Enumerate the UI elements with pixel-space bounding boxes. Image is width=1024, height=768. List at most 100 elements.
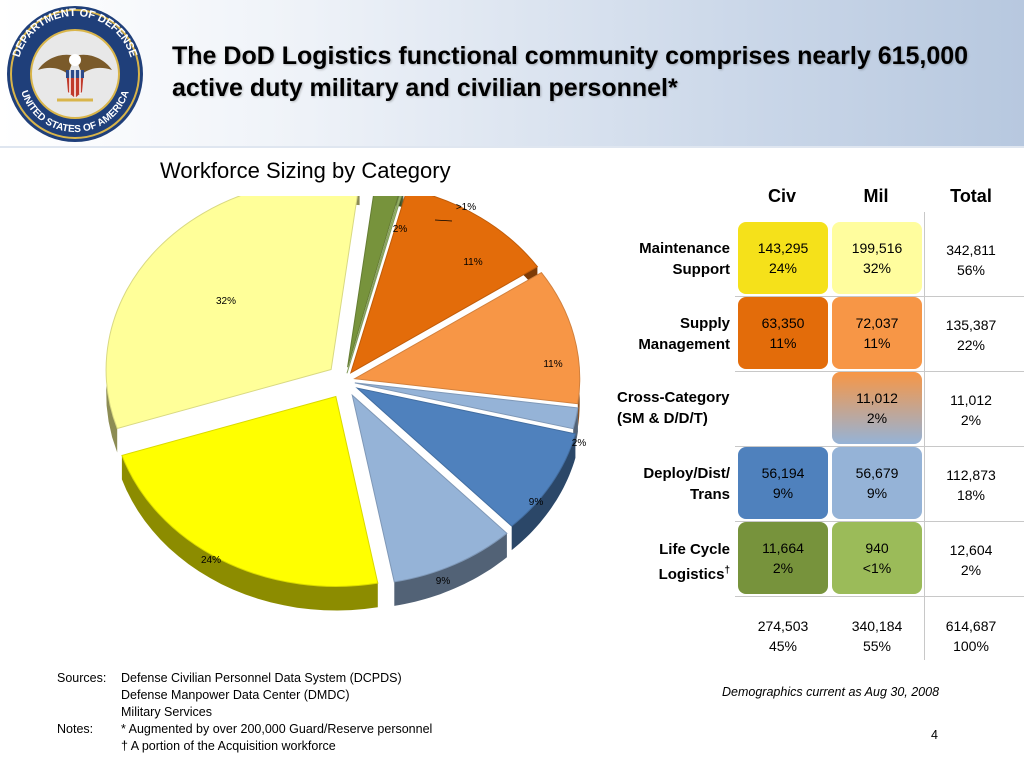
cell-life-cycle-civ: 11,664 2%	[738, 522, 828, 594]
cell-value: 11,664	[762, 540, 804, 556]
row-label-line: Life Cycle	[659, 541, 730, 558]
cell-percent: <1%	[862, 560, 892, 576]
cell-deploy-total: 112,873 18%	[925, 465, 1017, 505]
pie-slice	[353, 271, 581, 405]
row-divider	[735, 296, 1024, 297]
cell-value: 11,012	[856, 390, 898, 406]
note-item: † A portion of the Acquisition workforce	[121, 739, 336, 753]
cell-percent: 45%	[768, 638, 798, 654]
chart-title: Workforce Sizing by Category	[160, 158, 451, 183]
source-item: Military Services	[121, 705, 212, 719]
pie-slice-side	[511, 433, 576, 551]
cell-percent: 2%	[772, 560, 794, 576]
row-label-line: Maintenance	[639, 240, 730, 257]
cell-percent: 11%	[769, 335, 797, 351]
pie-slice-label: >1%	[456, 202, 476, 213]
cell-value: 112,873	[946, 467, 996, 483]
cell-value: 199,516	[851, 240, 903, 256]
cell-value: 56,194	[761, 465, 805, 481]
row-label-supply-management: Supply Management	[638, 313, 730, 355]
page-number: 4	[931, 728, 938, 742]
cell-maintenance-civ: 143,295 24%	[738, 222, 828, 294]
cell-value: 135,387	[945, 317, 997, 333]
column-header-civ: Civ	[767, 186, 796, 206]
row-label-cross-category: Cross-Category (SM & D/D/T)	[617, 387, 730, 429]
cell-value: 12,604	[949, 542, 993, 558]
cell-percent: 2%	[960, 412, 982, 428]
cell-percent: 100%	[953, 638, 989, 654]
cell-percent: 22%	[956, 337, 986, 353]
pie-slice	[355, 387, 577, 527]
row-label-line: Management	[638, 336, 730, 353]
row-label-line: Trans	[689, 486, 730, 503]
cell-value: 72,037	[855, 315, 899, 331]
leader-line	[434, 219, 453, 222]
cell-supply-civ: 63,350 11%	[738, 297, 828, 369]
cell-percent: 24%	[768, 260, 798, 276]
row-label-line: Logistics†	[659, 560, 730, 585]
row-label-line: Cross-Category	[617, 389, 730, 406]
cell-value: 940	[865, 540, 889, 556]
sources-line: Sources: Defense Civilian Personnel Data …	[57, 670, 432, 687]
pie-slice	[346, 196, 402, 374]
notes-key: Notes:	[57, 722, 94, 736]
row-label-maintenance-support: Maintenance Support	[639, 238, 730, 280]
cell-life-cycle-mil: 940 <1%	[832, 522, 922, 594]
row-label-line: Support	[672, 261, 731, 278]
cell-life-cycle-total: 12,604 2%	[925, 540, 1017, 580]
sources-key: Sources:	[57, 671, 107, 685]
cell-maintenance-mil: 199,516 32%	[832, 222, 922, 294]
pie-slice-label: 2%	[393, 224, 408, 235]
pie-slice-side	[394, 533, 507, 606]
cell-percent: 32%	[862, 260, 892, 276]
cell-supply-mil: 72,037 11%	[832, 297, 922, 369]
pie-slice-label: 2%	[572, 438, 587, 449]
demographics-note: Demographics current as Aug 30, 2008	[722, 685, 940, 699]
row-divider	[735, 446, 1024, 447]
row-label-line: (SM & D/D/T)	[617, 410, 708, 427]
row-divider	[735, 596, 1024, 597]
notes-line: Notes:* Augmented by over 200,000 Guard/…	[57, 721, 432, 738]
pie-slice-label: 32%	[216, 296, 236, 307]
cell-deploy-civ: 56,194 9%	[738, 447, 828, 519]
cell-percent: 11%	[863, 335, 891, 351]
pie-slice-side	[121, 455, 378, 611]
pie-slice-label: 11%	[543, 359, 562, 370]
cell-percent: 55%	[862, 638, 892, 654]
cell-cross-category-total: 11,012 2%	[925, 390, 1017, 430]
row-label-line: Deploy/Dist/	[643, 465, 730, 482]
cell-supply-total: 135,387 22%	[925, 315, 1017, 355]
cell-percent: 2%	[960, 562, 982, 578]
row-label-life-cycle-logistics: Life Cycle Logistics†	[659, 539, 730, 585]
cell-cross-category-mil: 11,012 2%	[832, 372, 922, 444]
pie-slice	[121, 395, 379, 587]
cell-deploy-mil: 56,679 9%	[832, 447, 922, 519]
cell-percent: 18%	[956, 487, 986, 503]
cell-percent: 56%	[956, 262, 986, 278]
source-item: Defense Manpower Data Center (DMDC)	[121, 688, 350, 702]
cell-value: 11,012	[950, 392, 992, 408]
row-label-line: Supply	[679, 315, 730, 332]
row-divider	[735, 371, 1024, 372]
cell-percent: 9%	[866, 485, 888, 501]
source-item: Defense Civilian Personnel Data System (…	[121, 671, 402, 685]
row-divider	[735, 521, 1024, 522]
cell-percent: 9%	[772, 485, 794, 501]
cell-value: 614,687	[945, 618, 997, 634]
sources-notes: Sources: Defense Civilian Personnel Data …	[57, 670, 432, 755]
pie-slice	[351, 393, 508, 583]
cell-maintenance-total: 342,811 56%	[925, 240, 1017, 280]
column-header-mil: Mil	[863, 186, 889, 206]
cell-value: 56,679	[855, 465, 899, 481]
total-column-divider	[924, 212, 925, 660]
pie-chart: >1%11%11%2%9%9%24%32%2%	[105, 196, 587, 611]
slide-header	[0, 0, 1024, 146]
cell-percent: 2%	[866, 410, 888, 426]
grand-total-mil: 340,184 55%	[832, 616, 922, 656]
grand-total-civ: 274,503 45%	[738, 616, 828, 656]
cell-value: 340,184	[851, 618, 903, 634]
pie-slice-label: 9%	[529, 497, 544, 508]
pie-slice	[354, 382, 579, 430]
column-header-total: Total	[950, 186, 992, 206]
header-divider	[0, 146, 1024, 148]
